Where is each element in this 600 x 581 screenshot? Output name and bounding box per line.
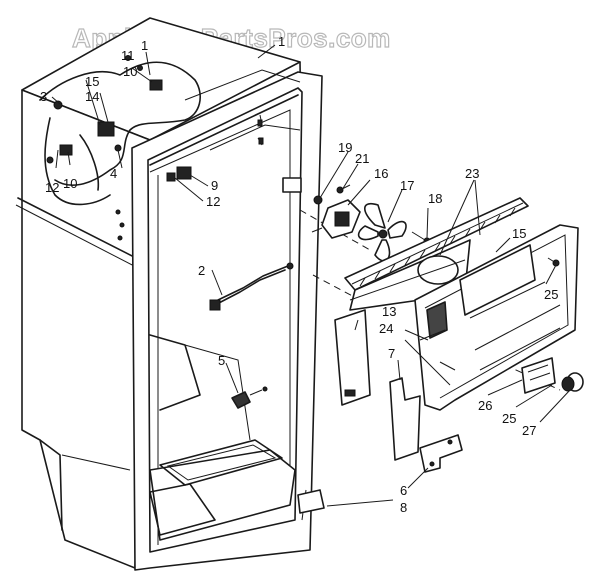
part-27-plug [561,372,584,392]
callout-10a: 10 [123,64,137,79]
callout-15b: 15 [512,226,526,241]
callout-1a: 1 [141,38,148,53]
callout-1b: 1 [278,34,285,49]
callout-16: 16 [374,166,388,181]
part-16-fan-motor [311,184,361,239]
callout-18: 18 [428,191,442,206]
callout-25a: 25 [544,287,558,302]
callout-15a: 15 [85,74,99,89]
callout-6: 6 [400,483,407,498]
callout-14: 14 [85,89,99,104]
callout-3: 3 [40,89,47,104]
part-17-fan-blade [357,203,407,262]
callout-10b: 10 [63,176,77,191]
part-7-bracket [389,377,421,461]
callout-23: 23 [465,166,479,181]
cabinet-screws [115,119,264,241]
callout-4: 4 [110,166,117,181]
part-2-wire-harness [209,262,294,311]
guide-line-b [312,274,361,301]
part-6-bracket [419,434,463,473]
callout-26: 26 [478,398,492,413]
part-clip-assembly [166,166,192,182]
part-13-panel [334,309,371,406]
callout-8: 8 [400,500,407,515]
part-26-grille [521,357,556,394]
part-24-rear-panel [414,224,579,411]
callout-12a: 12 [45,180,59,195]
callout-19: 19 [338,140,352,155]
callout-24: 24 [379,321,393,336]
leader-lines [51,44,571,507]
part-8-tab [297,489,325,514]
callout-2: 2 [198,263,205,278]
callout-7: 7 [388,346,395,361]
callout-labels: 1 1 11 10 15 14 3 4 12 10 9 12 2 5 19 21… [40,34,558,515]
callout-5: 5 [218,353,225,368]
callout-9: 9 [211,178,218,193]
callout-27: 27 [522,423,536,438]
top-wiring-harness [39,55,201,206]
callout-12b: 12 [206,194,220,209]
callout-21: 21 [355,151,369,166]
callout-17: 17 [400,178,414,193]
callout-13: 13 [382,304,396,319]
cabinet-front-frame [131,69,323,571]
callout-25b: 25 [502,411,516,426]
callout-11: 11 [121,48,135,63]
part-5-fitting [231,386,268,409]
